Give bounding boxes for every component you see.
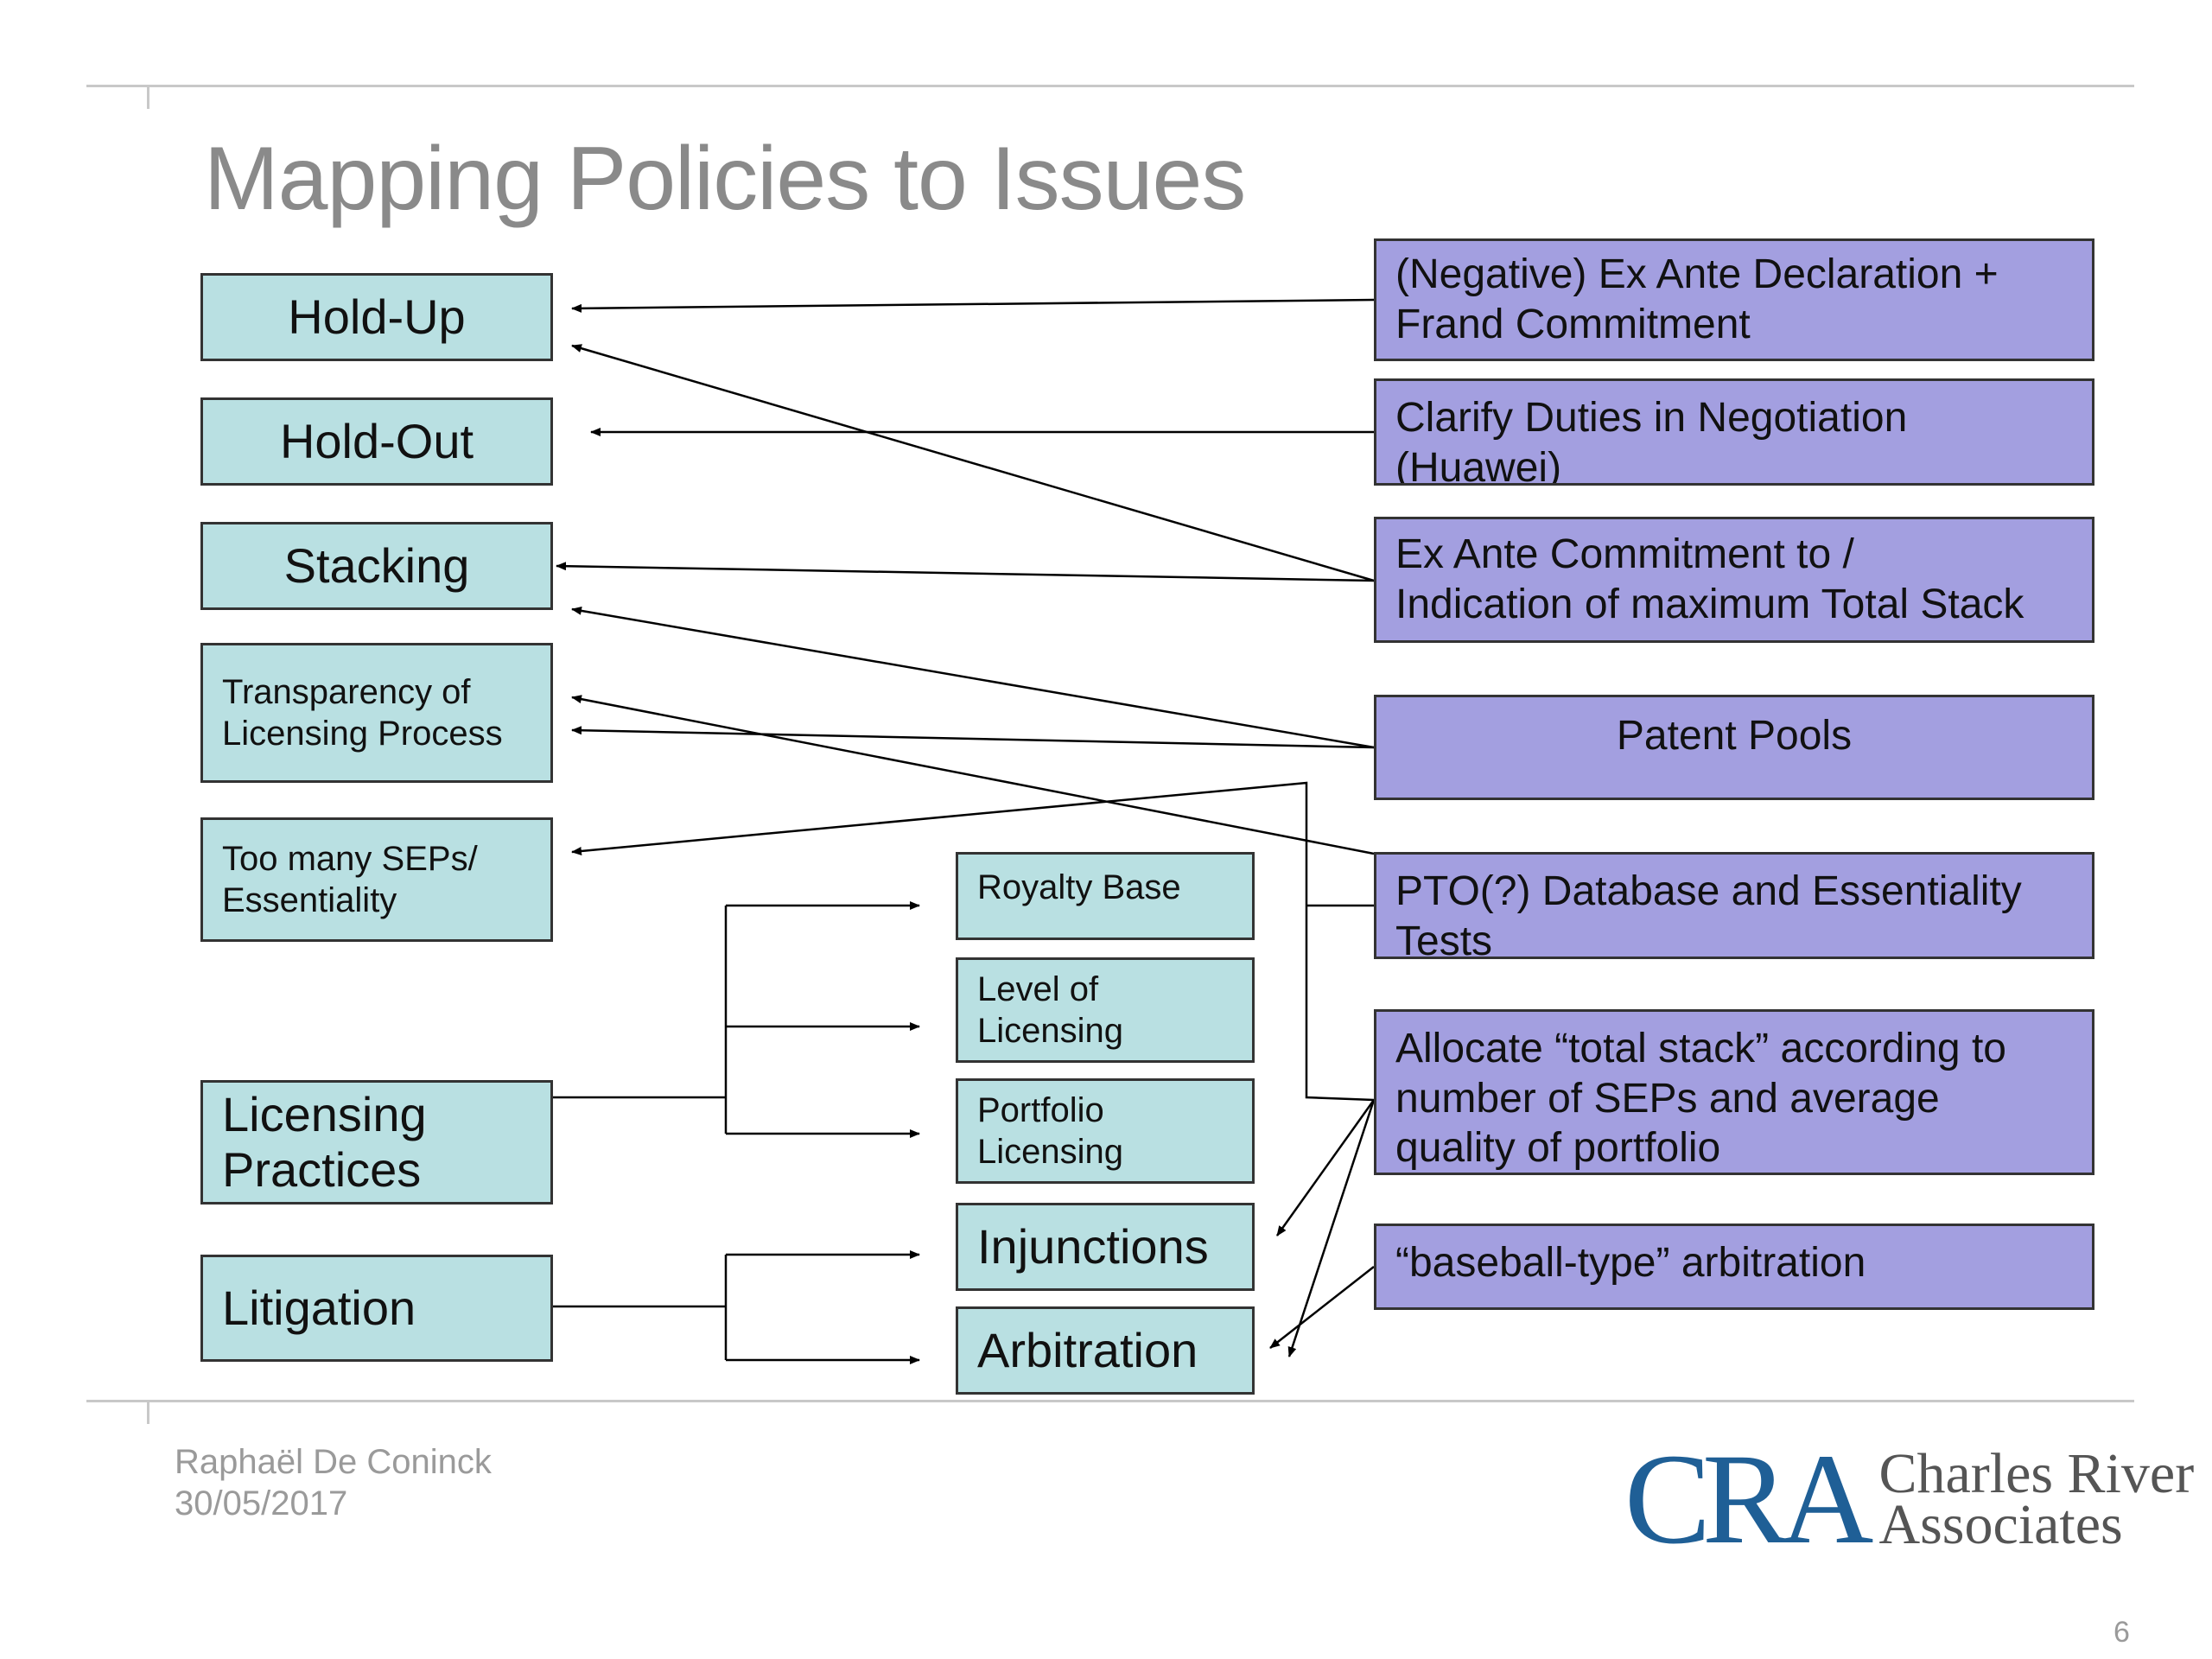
policy-ex-ante-commitment: Ex Ante Commitment to / Indication of ma… [1374,517,2094,643]
issue-stacking-label: Stacking [283,538,470,594]
sub-arbitration-label: Arbitration [977,1323,1198,1378]
top-rule [86,85,2134,87]
policy-patent-pools-label: Patent Pools [1616,713,1853,759]
slide-title: Mapping Policies to Issues [204,129,1246,229]
sub-portfolio-licensing: Portfolio Licensing [956,1078,1255,1184]
footer-author: Raphaël De Coninck [175,1443,492,1481]
arrow-allocate-to-injunctions [1275,1099,1376,1236]
arrow-pools-to-transparency [571,726,1375,749]
footer-date: 30/05/2017 [175,1484,348,1522]
policy-negative-declaration-label: (Negative) Ex Ante Declaration + Frand C… [1395,251,1999,347]
logo-mark: CRA [1624,1427,1873,1571]
policy-allocate-total-stack-label: Allocate “total stack” according to numb… [1395,1026,2006,1172]
page-number: 6 [2113,1616,2130,1649]
arrow-negative-to-holdup [571,298,1375,313]
logo-name: Charles River Associates [1878,1441,2195,1556]
issue-transparency: Transparency of Licensing Process [200,643,553,783]
policy-ex-ante-commitment-label: Ex Ante Commitment to / Indication of ma… [1395,531,2024,627]
top-rule-tick [147,86,149,109]
issue-hold-up-label: Hold-Up [288,289,466,345]
arrow-exante-to-holdup [571,344,1375,582]
issue-licensing-practices: Licensing Practices [200,1080,553,1205]
arrow-exante-to-stacking [556,562,1375,582]
issue-transparency-label: Transparency of Licensing Process [222,673,503,753]
bottom-rule-tick [147,1402,149,1424]
policy-allocate-total-stack: Allocate “total stack” according to numb… [1374,1009,2094,1175]
policy-baseball-arbitration: “baseball-type” arbitration [1374,1224,2094,1310]
sub-royalty-base: Royalty Base [956,852,1255,940]
issue-too-many-seps-label: Too many SEPs/ Essentiality [222,840,478,919]
arrow-allocate-to-toomany [571,781,1375,1102]
issue-hold-out-label: Hold-Out [279,414,474,469]
policy-pto-database: PTO(?) Database and Essentiality Tests [1374,852,2094,959]
policy-negative-declaration: (Negative) Ex Ante Declaration + Frand C… [1374,238,2094,361]
policy-clarify-duties: Clarify Duties in Negotiation (Huawei) [1374,378,2094,486]
issue-hold-out: Hold-Out [200,397,553,486]
arrow-pto-to-transparency [571,695,1375,855]
arrow-baseball-to-arbitration [1269,1266,1375,1349]
issue-litigation-label: Litigation [222,1281,416,1336]
issue-stacking: Stacking [200,522,553,610]
sub-injunctions: Injunctions [956,1203,1255,1291]
policy-pto-database-label: PTO(?) Database and Essentiality Tests [1395,868,2022,959]
sub-arbitration: Arbitration [956,1306,1255,1395]
sub-injunctions-label: Injunctions [977,1219,1209,1274]
sub-level-of-licensing-label: Level of Licensing [977,970,1124,1050]
issue-licensing-practices-label: Licensing Practices [222,1086,427,1197]
policy-baseball-arbitration-label: “baseball-type” arbitration [1395,1240,1866,1286]
arrow-allocate-to-arbitration [1287,1099,1376,1357]
sub-level-of-licensing: Level of Licensing [956,957,1255,1063]
issue-hold-up: Hold-Up [200,273,553,361]
policy-patent-pools: Patent Pools [1374,695,2094,800]
arrow-pools-to-stacking [571,606,1375,749]
issue-too-many-seps: Too many SEPs/ Essentiality [200,817,553,942]
sub-royalty-base-label: Royalty Base [977,868,1181,906]
sub-portfolio-licensing-label: Portfolio Licensing [977,1091,1124,1171]
bottom-rule [86,1400,2134,1402]
policy-clarify-duties-label: Clarify Duties in Negotiation (Huawei) [1395,395,1908,486]
issue-litigation: Litigation [200,1255,553,1362]
cra-logo: CRA Charles River Associates [1624,1434,2194,1564]
footer: Raphaël De Coninck 30/05/2017 [175,1441,492,1524]
